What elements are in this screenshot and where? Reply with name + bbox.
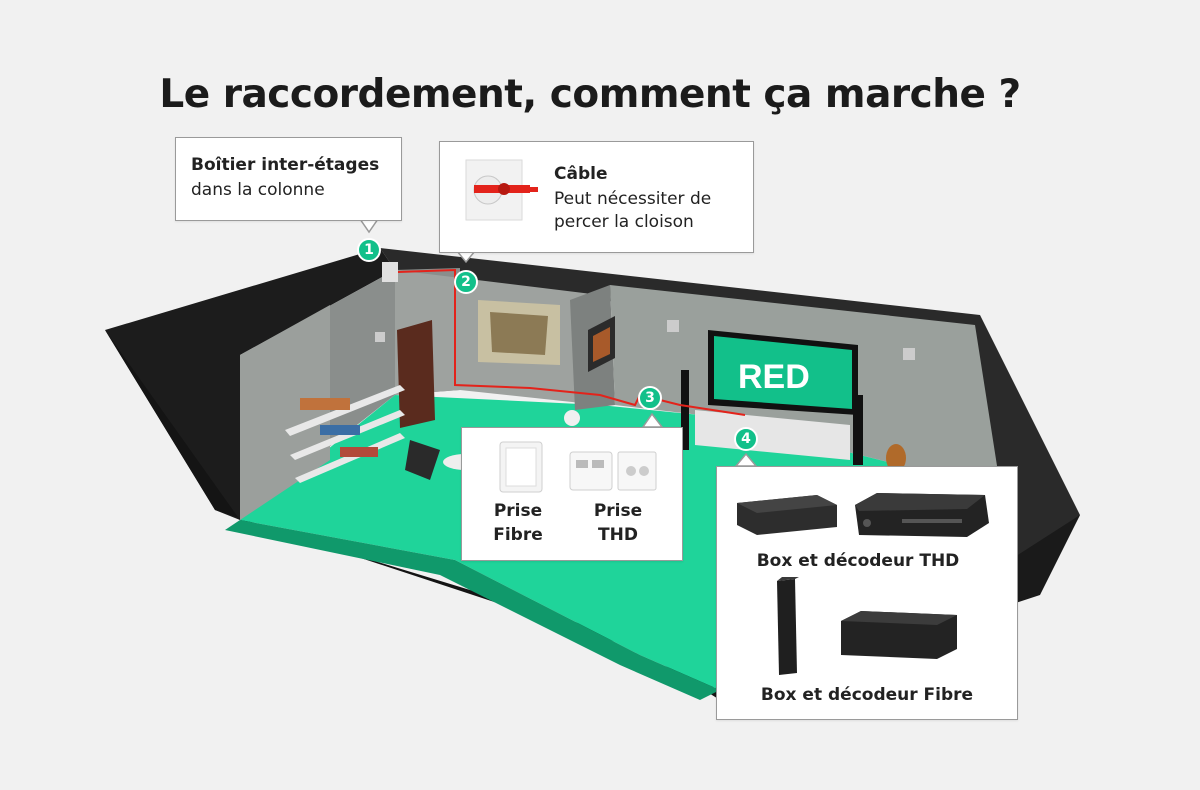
callout-2-title: Câble [554, 164, 608, 184]
tv-logo: RED [738, 358, 810, 396]
callout-2-text-1: Peut nécessiter de [554, 189, 712, 209]
step-badge-2: 2 [454, 270, 478, 294]
prise-fibre-label-1: Prise [493, 501, 543, 521]
thd-box-decoder-icon [737, 493, 989, 537]
guitar [886, 444, 906, 472]
floor-box-device [382, 262, 398, 282]
door [397, 320, 435, 428]
tv-stand [695, 410, 850, 460]
thd-box-caption: Box et décodeur THD [756, 551, 960, 571]
wall-drill-icon [465, 159, 538, 221]
bookshelf [285, 385, 405, 483]
round-lamp [564, 410, 580, 426]
callout-prises: Prise Fibre Prise THD [461, 427, 683, 561]
small-picture-art [593, 327, 610, 362]
speaker-left [681, 370, 689, 450]
callout-1-text: dans la colonne [191, 180, 325, 200]
prise-thd-label-2: THD [598, 525, 638, 545]
wall-vent-3 [903, 348, 915, 360]
callout-cable: Câble Peut nécessiter de percer la clois… [439, 141, 754, 253]
chair [405, 440, 440, 480]
step-badge-4: 4 [734, 427, 758, 451]
callout-boxes: Box et décodeur THD Box et décodeur Fibr… [716, 466, 1018, 720]
step-badge-3: 3 [638, 386, 662, 410]
wall-left-inner [240, 305, 330, 520]
fibre-box-decoder-icon [777, 577, 957, 675]
painting-art [490, 312, 548, 355]
callout-1-title: Boîtier inter-étages [191, 155, 380, 175]
callout-2-text-2: percer la cloison [554, 212, 694, 232]
speaker-right [853, 395, 863, 465]
fiber-cable [397, 268, 746, 416]
prise-thd-label-1: Prise [593, 501, 643, 521]
outer-wall-left [105, 248, 395, 520]
page-title: Le raccordement, comment ça marche ? [159, 72, 1021, 117]
thd-socket-icon [569, 451, 657, 491]
floor-shadow [225, 520, 720, 700]
prise-fibre-label-2: Fibre [493, 525, 543, 545]
step-badge-1: 1 [357, 238, 381, 262]
wall-vent-2 [667, 320, 679, 332]
wall-vent-1 [375, 332, 385, 342]
callout-boitier: Boîtier inter-étages dans la colonne [175, 137, 402, 221]
tv-screen [714, 336, 852, 409]
fibre-socket-icon [499, 441, 543, 493]
fibre-box-caption: Box et décodeur Fibre [760, 685, 974, 705]
